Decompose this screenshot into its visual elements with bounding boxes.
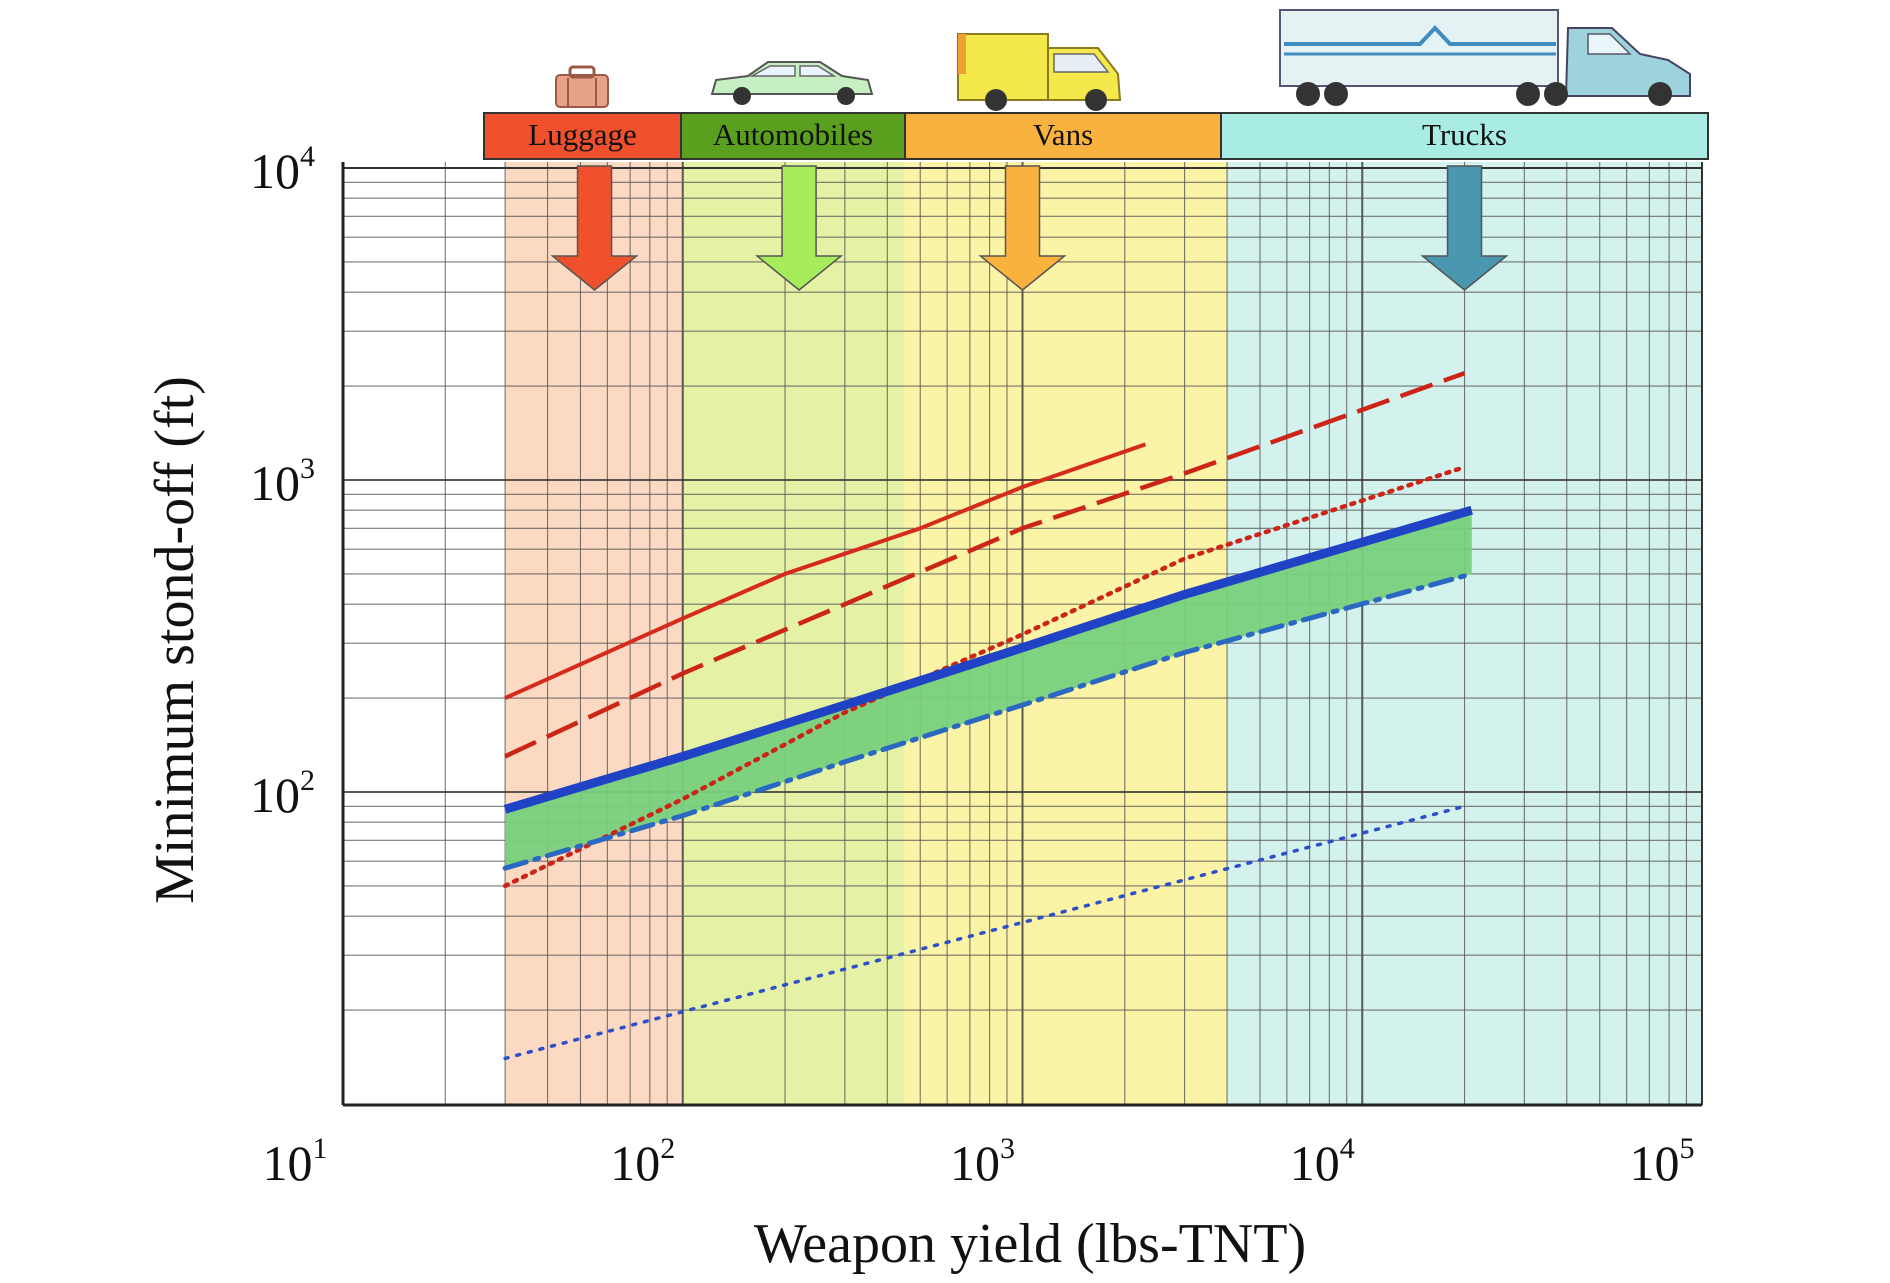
category-arrows xyxy=(550,165,1509,291)
y-tick-label: 104 xyxy=(250,140,315,199)
series-line-2 xyxy=(504,371,1466,759)
category-box-vans xyxy=(904,112,1222,160)
y-tick-label: 103 xyxy=(250,452,315,511)
x-tick-label: 103 xyxy=(950,1132,1015,1191)
band-automobiles xyxy=(682,162,905,1105)
category-label-luggage: Luggage xyxy=(528,117,636,152)
car-icon xyxy=(710,61,874,105)
x-axis-title: Weapon yield (lbs-TNT) xyxy=(754,1213,1306,1275)
series-line-5 xyxy=(502,571,1475,871)
arrow-luggage xyxy=(550,165,639,291)
arrow-automobiles xyxy=(754,165,844,291)
series-line-4 xyxy=(503,505,1473,814)
truck-icon xyxy=(1279,9,1691,106)
band-area xyxy=(505,510,1472,869)
series-lines xyxy=(502,371,1475,1061)
series-line-1 xyxy=(504,442,1147,700)
y-tick-label: 102 xyxy=(250,764,315,823)
category-header: Luggage Automobiles Vans Trucks xyxy=(483,112,1709,160)
category-label-trucks: Trucks xyxy=(1422,117,1507,152)
category-box-trucks xyxy=(1220,112,1709,160)
vehicle-icons xyxy=(555,9,1691,111)
series-line-6 xyxy=(503,804,1467,1061)
tick-labels: 101 102 103 104 105 102 103 104 xyxy=(250,140,1695,1191)
luggage-icon xyxy=(555,65,609,108)
x-tick-label: 105 xyxy=(1630,1132,1695,1191)
category-label-vans: Vans xyxy=(1033,117,1093,152)
category-box-luggage xyxy=(483,112,682,160)
y-axis-title: Minimum stond-off (ft) xyxy=(144,376,206,904)
x-tick-label: 104 xyxy=(1290,1132,1355,1191)
van-icon xyxy=(957,33,1122,111)
category-box-automobiles xyxy=(680,112,906,160)
axes xyxy=(341,162,1702,1107)
category-label-automobiles: Automobiles xyxy=(713,117,873,152)
x-tick-label: 102 xyxy=(610,1132,675,1191)
arrow-trucks xyxy=(1420,165,1509,291)
green-band xyxy=(505,510,1472,869)
arrow-vans xyxy=(978,165,1067,291)
band-luggage xyxy=(505,162,683,1105)
x-tick-label: 101 xyxy=(263,1132,328,1191)
